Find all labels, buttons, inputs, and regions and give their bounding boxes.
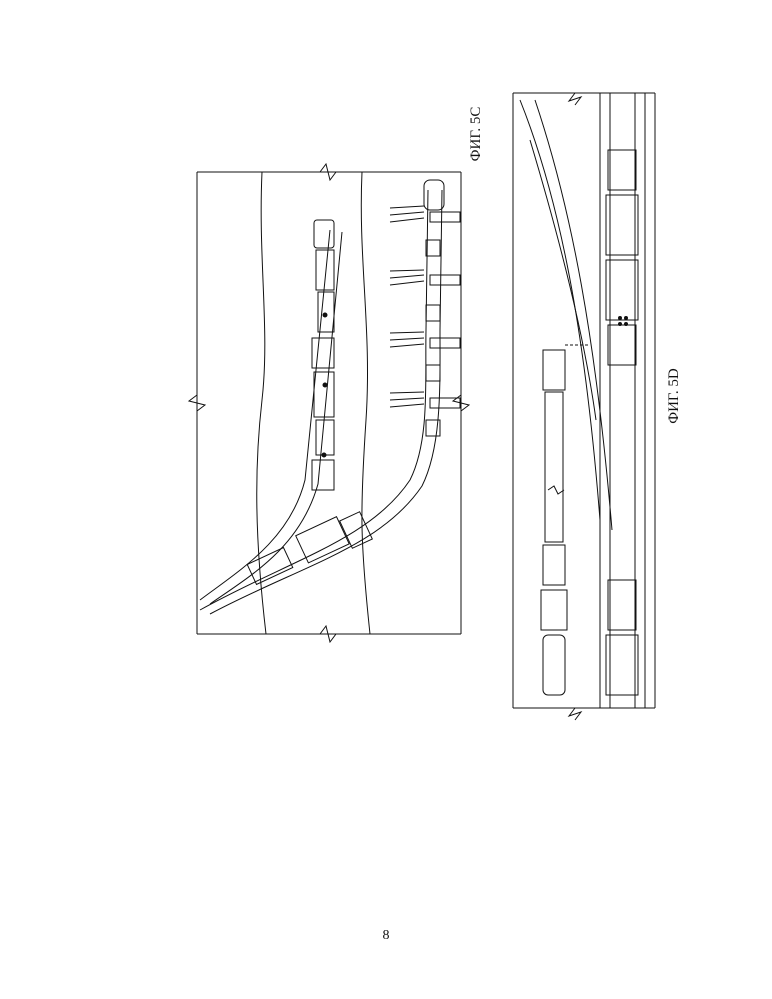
upper-lateral-borehole xyxy=(200,230,330,600)
page-number: 8 xyxy=(376,928,396,944)
figure-5d-label: ФИГ. 5D xyxy=(666,366,686,426)
figure-5c-drawing xyxy=(189,164,469,642)
figure-5c-label: ФИГ. 5С xyxy=(468,104,488,164)
figure-5d-drawing xyxy=(513,93,655,720)
